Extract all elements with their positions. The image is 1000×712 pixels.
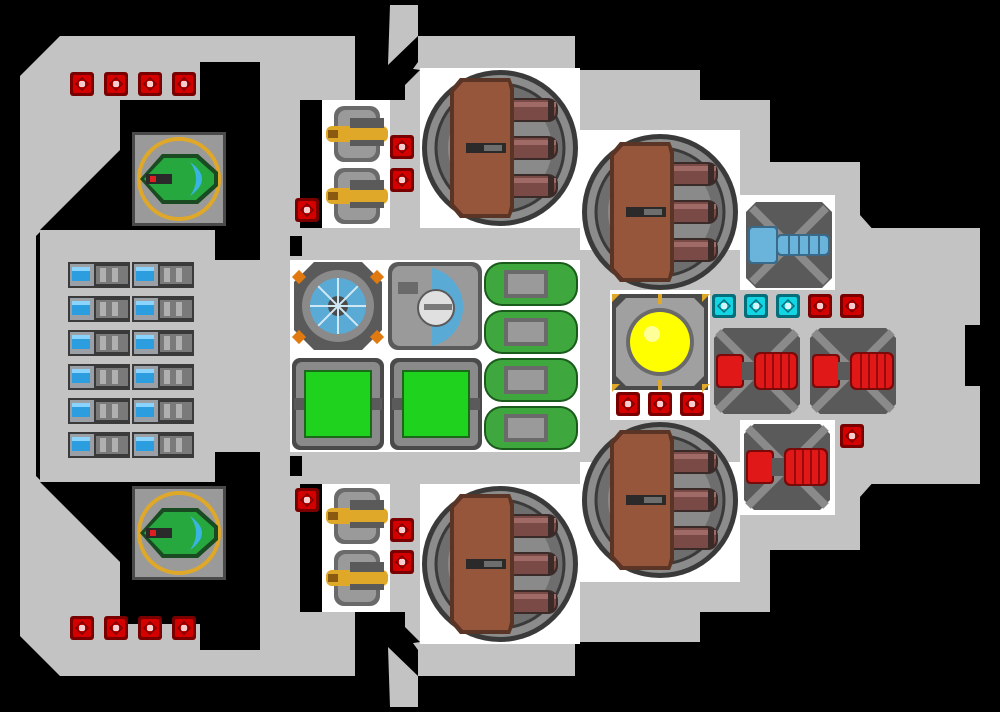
hull-notch: [965, 325, 1000, 356]
hull-gap: [388, 36, 418, 100]
armor-block-icon[interactable]: [680, 392, 704, 416]
reactor-core-icon[interactable]: [612, 294, 710, 392]
engine-module-icon[interactable]: [132, 398, 194, 424]
hull-section: [260, 484, 355, 650]
armor-block-icon[interactable]: [172, 72, 196, 96]
armor-block-icon[interactable]: [70, 616, 94, 640]
armor-block-icon[interactable]: [295, 198, 319, 222]
thruster-icon[interactable]: [714, 328, 800, 414]
heavy-cannon-turret-icon[interactable]: [582, 134, 738, 290]
heavy-cannon-turret-icon[interactable]: [422, 486, 578, 642]
engine-module-icon[interactable]: [68, 432, 130, 458]
armor-block-icon[interactable]: [390, 518, 414, 542]
armor-block-icon[interactable]: [70, 72, 94, 96]
shield-block-icon[interactable]: [776, 294, 800, 318]
sensor-dome-icon[interactable]: [388, 262, 482, 350]
small-gun-icon[interactable]: [326, 550, 388, 606]
hull-gap: [290, 236, 302, 256]
shield-block-icon[interactable]: [712, 294, 736, 318]
armor-block-icon[interactable]: [616, 392, 640, 416]
hull-section: [20, 36, 355, 356]
armor-block-icon[interactable]: [840, 294, 864, 318]
engine-module-icon[interactable]: [132, 262, 194, 288]
engine-module-icon[interactable]: [132, 330, 194, 356]
armor-block-icon[interactable]: [172, 616, 196, 640]
thruster-icon[interactable]: [744, 424, 830, 510]
armor-block-icon[interactable]: [104, 616, 128, 640]
engine-module-icon[interactable]: [68, 364, 130, 390]
thruster-icon[interactable]: [810, 328, 896, 414]
engine-module-icon[interactable]: [68, 296, 130, 322]
fighter-bay-icon[interactable]: [132, 486, 226, 580]
armor-block-icon[interactable]: [104, 72, 128, 96]
shield-block-icon[interactable]: [744, 294, 768, 318]
heavy-cannon-turret-icon[interactable]: [582, 422, 738, 578]
cargo-panel-icon[interactable]: [292, 358, 384, 450]
armor-block-icon[interactable]: [295, 488, 319, 512]
armor-block-icon[interactable]: [840, 424, 864, 448]
hull-gap: [388, 612, 418, 676]
armor-block-icon[interactable]: [138, 616, 162, 640]
cargo-panel-icon[interactable]: [390, 358, 482, 450]
hull-section: [20, 356, 355, 676]
shield-generator-icon[interactable]: [291, 262, 385, 350]
armor-block-icon[interactable]: [390, 168, 414, 192]
heavy-cannon-turret-icon[interactable]: [422, 70, 578, 226]
engine-module-icon[interactable]: [68, 262, 130, 288]
fuel-pipes-icon[interactable]: [484, 262, 578, 450]
engine-module-icon[interactable]: [132, 432, 194, 458]
hull-section: [260, 62, 355, 228]
small-gun-icon[interactable]: [326, 106, 388, 162]
engine-module-icon[interactable]: [132, 296, 194, 322]
armor-block-icon[interactable]: [808, 294, 832, 318]
fighter-bay-icon[interactable]: [132, 132, 226, 226]
hull-gap: [290, 456, 302, 476]
armor-block-icon[interactable]: [390, 135, 414, 159]
armor-block-icon[interactable]: [648, 392, 672, 416]
small-gun-icon[interactable]: [326, 488, 388, 544]
small-gun-icon[interactable]: [326, 168, 388, 224]
engine-module-icon[interactable]: [68, 398, 130, 424]
hull-section: [40, 230, 260, 356]
hull-notch: [965, 356, 1000, 386]
armor-block-icon[interactable]: [390, 550, 414, 574]
armor-block-icon[interactable]: [138, 72, 162, 96]
engine-module-icon[interactable]: [132, 364, 194, 390]
railgun-icon[interactable]: [746, 202, 832, 288]
engine-module-icon[interactable]: [68, 330, 130, 356]
ship-modules: [68, 70, 896, 642]
